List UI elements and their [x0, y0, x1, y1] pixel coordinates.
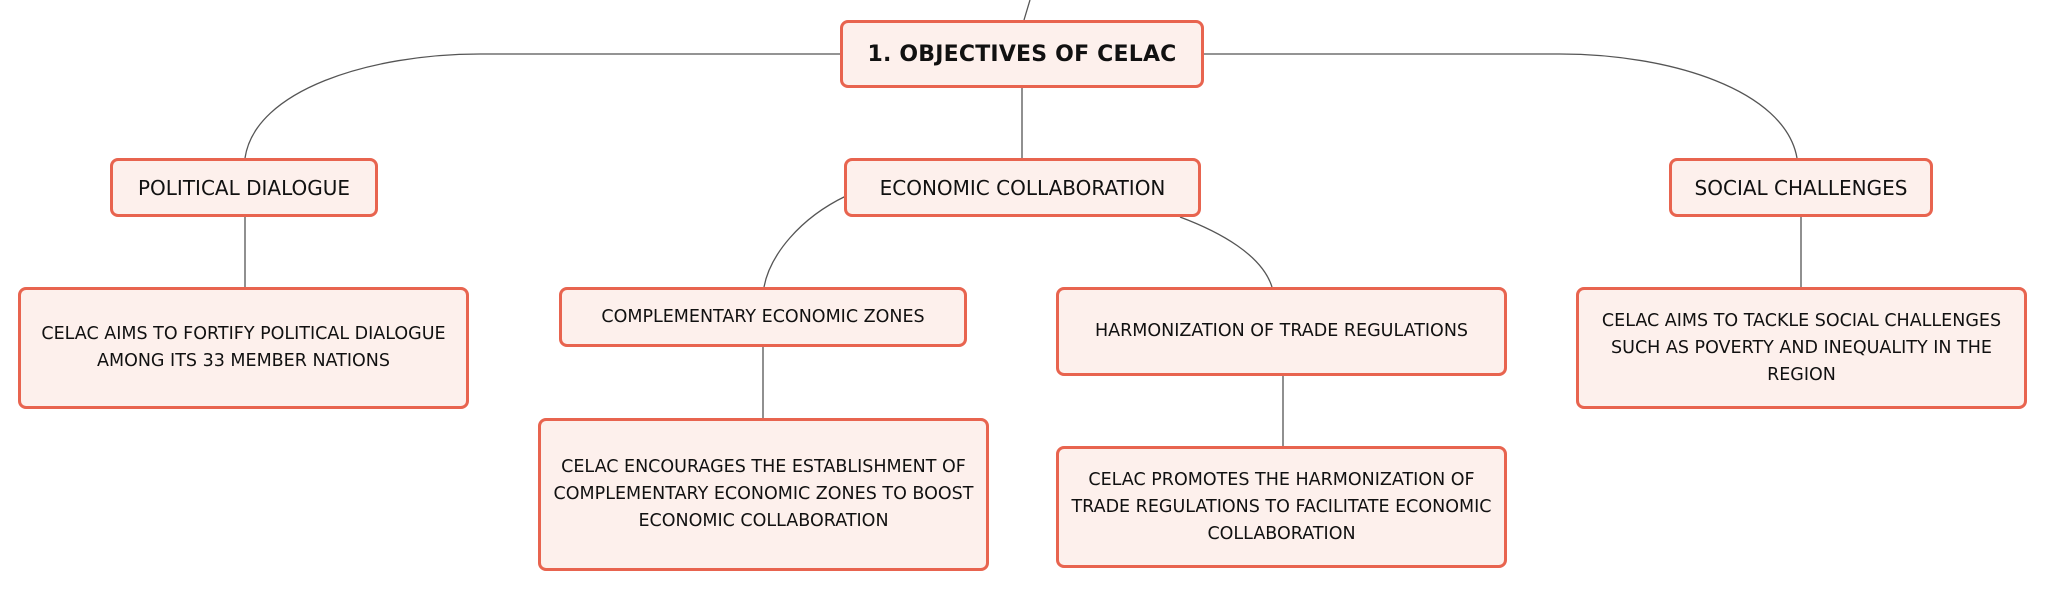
connector-root-incoming — [1023, 0, 1031, 21]
node-political-dialogue[interactable]: POLITICAL DIALOGUE — [110, 158, 378, 217]
node-harmonization-trade-label: HARMONIZATION OF TRADE REGULATIONS — [1094, 321, 1469, 341]
node-social-detail-text: CELAC AIMS TO TACKLE SOCIAL CHALLENGES S… — [1601, 310, 2002, 385]
node-economic-collaboration-label: ECONOMIC COLLABORATION — [879, 175, 1166, 200]
node-social-detail[interactable]: CELAC AIMS TO TACKLE SOCIAL CHALLENGES S… — [1576, 287, 2027, 409]
node-social-challenges[interactable]: SOCIAL CHALLENGES — [1669, 158, 1933, 217]
node-zones-detail[interactable]: CELAC ENCOURAGES THE ESTABLISHMENT OF CO… — [538, 418, 989, 571]
connector-economic-zones — [763, 195, 847, 288]
node-harmonization-trade[interactable]: HARMONIZATION OF TRADE REGULATIONS — [1056, 287, 1507, 376]
connector-root-political — [244, 53, 840, 159]
node-political-detail-text: CELAC AIMS TO FORTIFY POLITICAL DIALOGUE… — [41, 324, 446, 371]
node-political-dialogue-label: POLITICAL DIALOGUE — [137, 175, 351, 200]
node-social-challenges-label: SOCIAL CHALLENGES — [1694, 175, 1908, 200]
node-complementary-economic-zones-label: COMPLEMENTARY ECONOMIC ZONES — [601, 306, 925, 327]
node-political-detail[interactable]: CELAC AIMS TO FORTIFY POLITICAL DIALOGUE… — [18, 287, 469, 409]
connector-root-social — [1204, 53, 1798, 159]
node-zones-detail-text: CELAC ENCOURAGES THE ESTABLISHMENT OF CO… — [553, 457, 974, 531]
node-complementary-economic-zones[interactable]: COMPLEMENTARY ECONOMIC ZONES — [559, 287, 967, 347]
connector-economic-trade — [1179, 216, 1273, 288]
node-economic-collaboration[interactable]: ECONOMIC COLLABORATION — [844, 158, 1201, 217]
root-node-label: 1. OBJECTIVES OF CELAC — [867, 41, 1177, 67]
root-node[interactable]: 1. OBJECTIVES OF CELAC — [840, 20, 1204, 88]
node-trade-detail-text: CELAC PROMOTES THE HARMONIZATION OF TRAD… — [1071, 469, 1492, 544]
node-trade-detail[interactable]: CELAC PROMOTES THE HARMONIZATION OF TRAD… — [1056, 446, 1507, 568]
